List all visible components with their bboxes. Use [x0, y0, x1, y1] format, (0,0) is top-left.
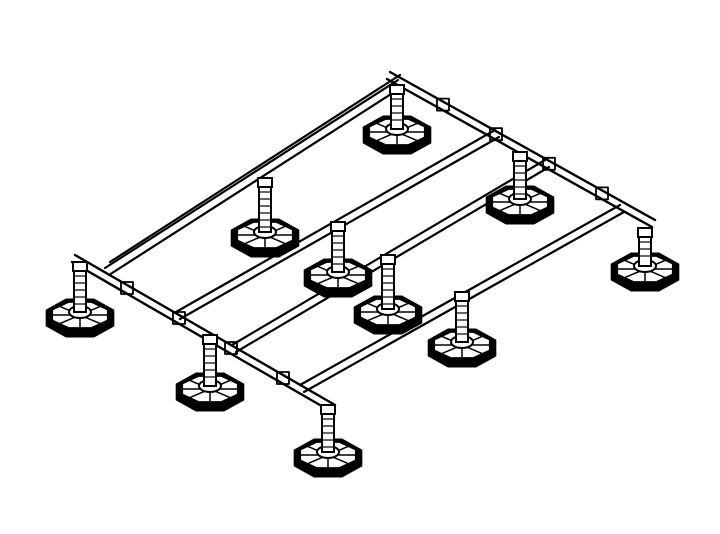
pedestal-layer: [45, 84, 680, 478]
pedestal: [610, 227, 680, 292]
rail: [108, 73, 402, 264]
pedestal: [362, 84, 432, 155]
pedestal: [175, 334, 245, 412]
frame-beam-layer: [70, 70, 657, 414]
pedestal: [353, 254, 423, 335]
pedestal: [293, 404, 363, 478]
pedestal: [230, 177, 300, 258]
rail: [103, 78, 404, 277]
pedestal: [485, 151, 555, 225]
pedestal: [303, 221, 373, 298]
frame-beam: [385, 70, 657, 229]
pedestal: [45, 261, 115, 338]
rail-layer: [103, 73, 626, 394]
pedestal: [427, 291, 497, 368]
